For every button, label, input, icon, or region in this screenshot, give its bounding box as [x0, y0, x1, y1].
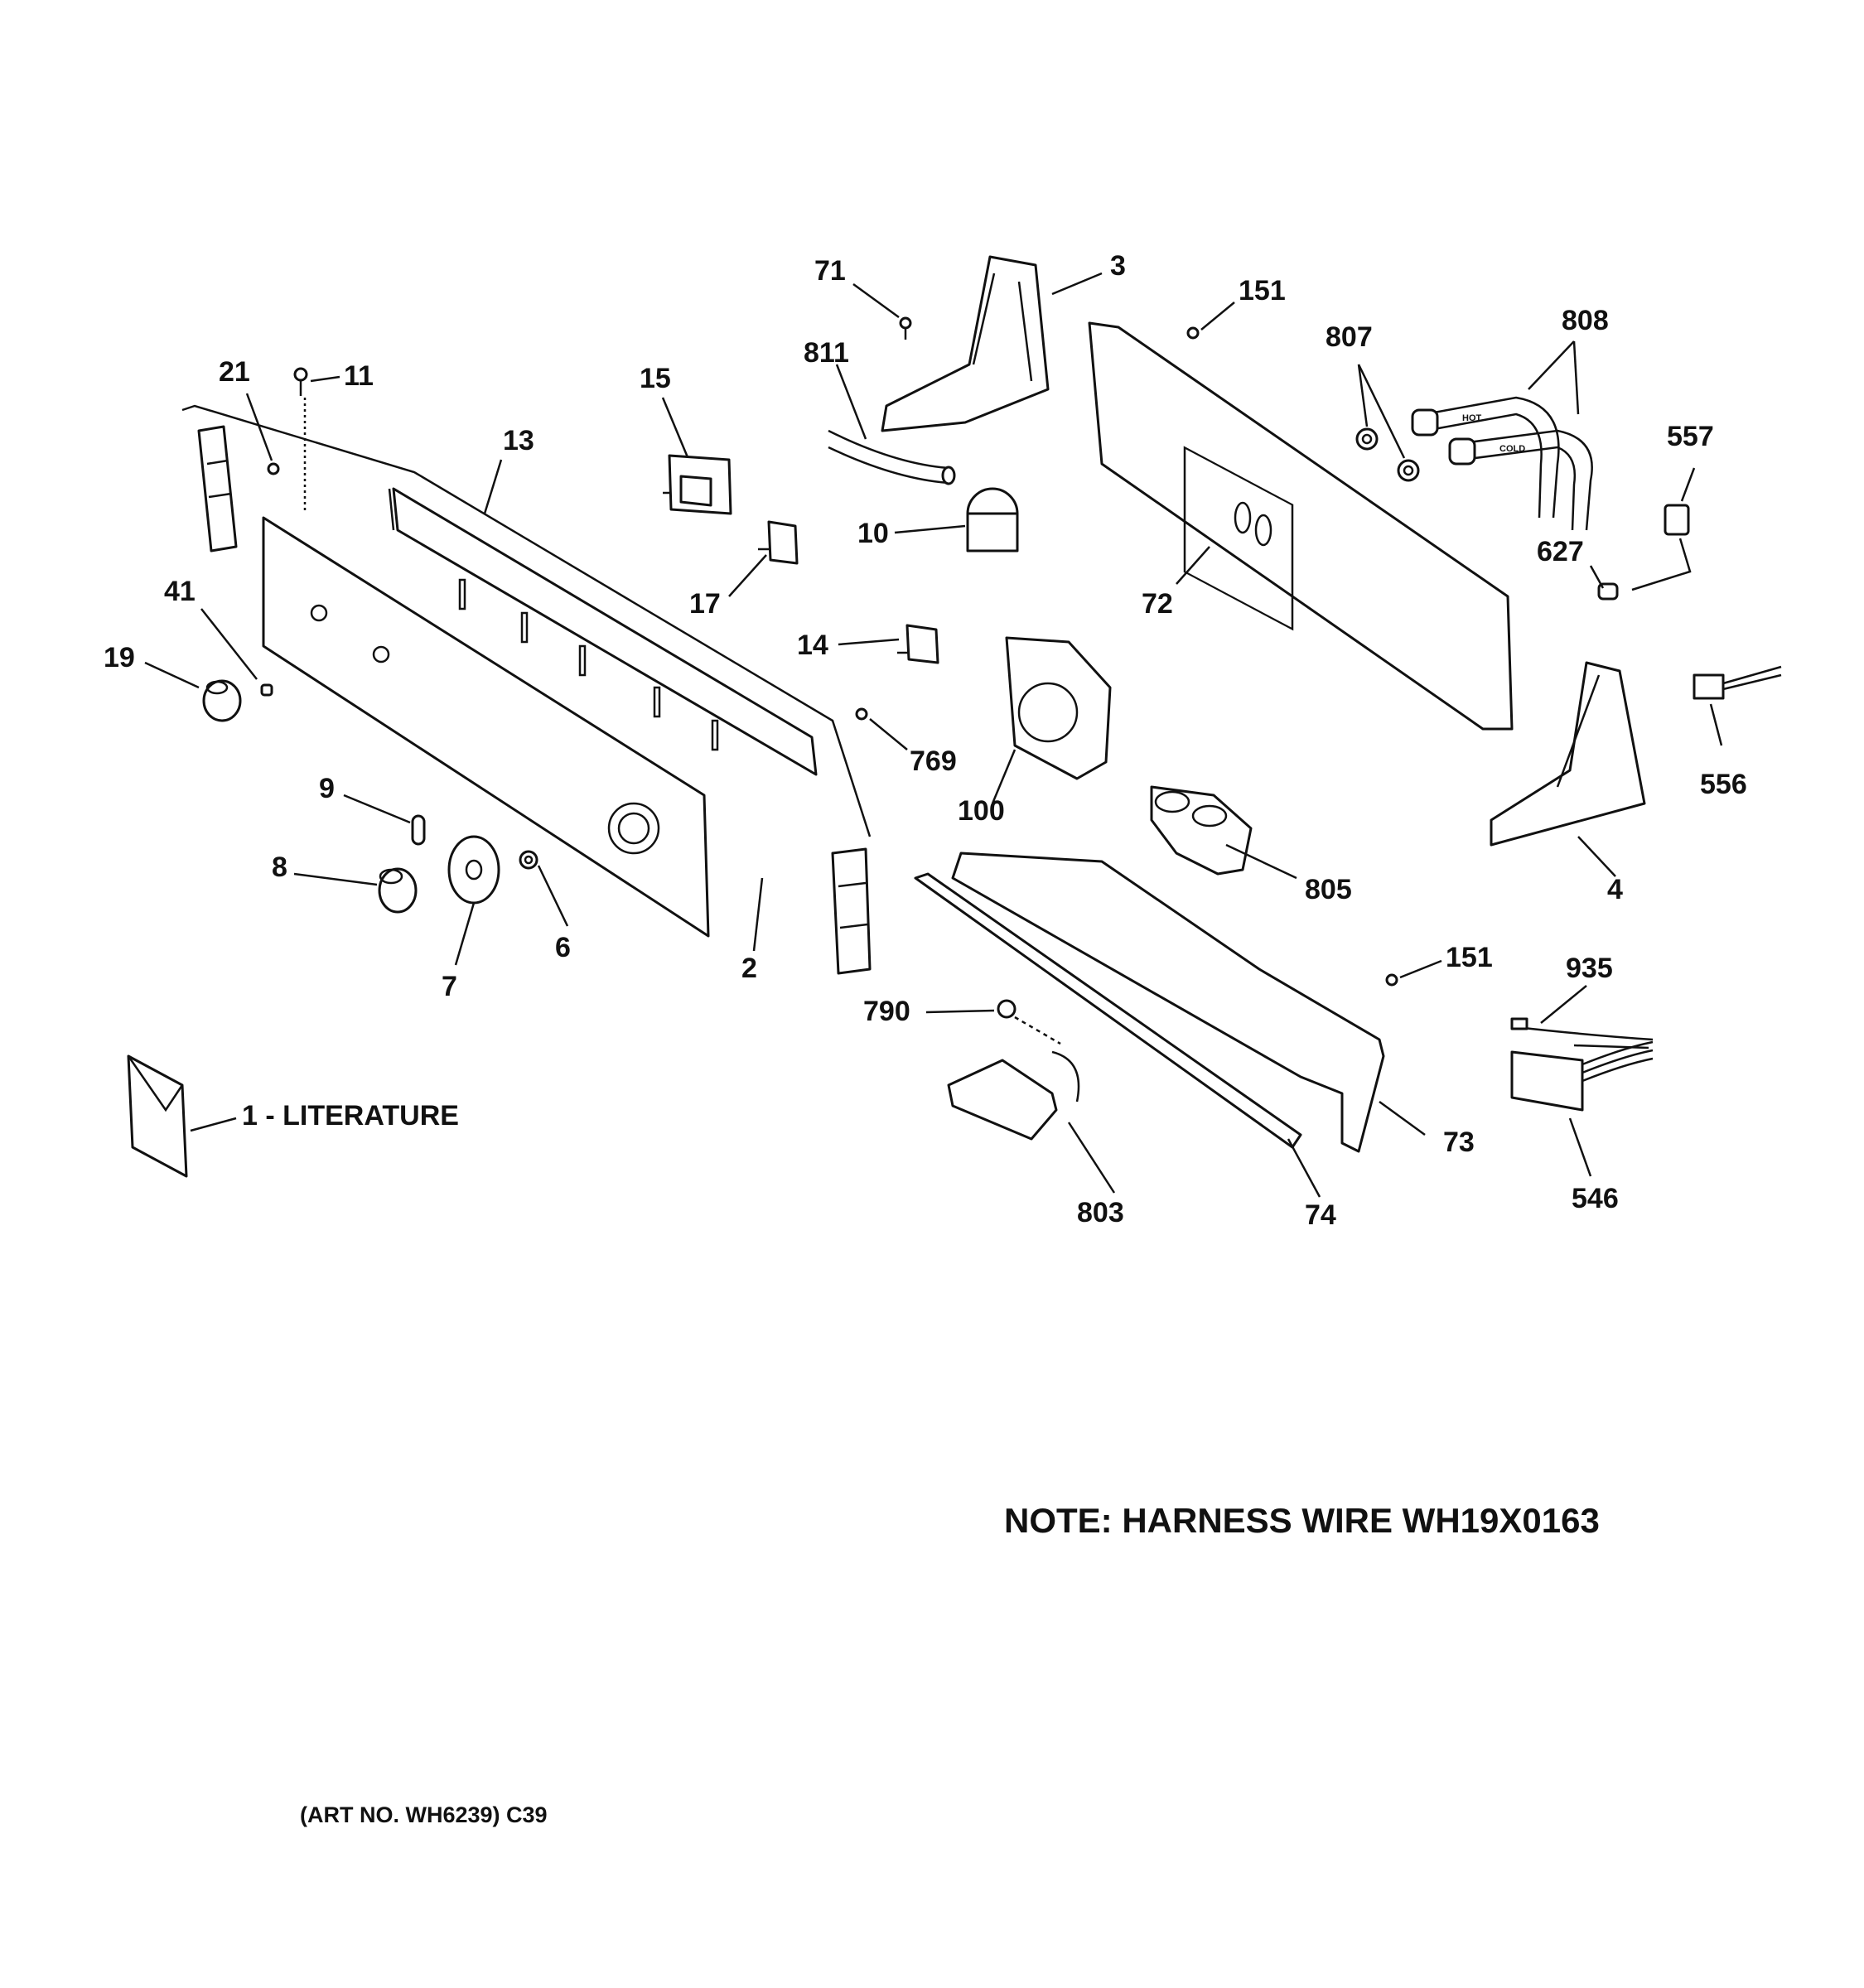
callout-627: 627 — [1537, 536, 1584, 567]
callout-73: 73 — [1443, 1127, 1475, 1158]
callout-74: 74 — [1305, 1199, 1336, 1231]
washers-807 — [1355, 427, 1420, 482]
leader-lines — [144, 272, 1723, 1198]
callout-151-bottom: 151 — [1446, 942, 1493, 973]
callout-14: 14 — [797, 630, 828, 661]
callout-21: 21 — [219, 356, 250, 388]
strip-74 — [914, 872, 1302, 1149]
screw-151-bottom — [1385, 973, 1398, 987]
screw-21 — [267, 462, 280, 475]
callout-11: 11 — [344, 360, 374, 392]
callout-769: 769 — [910, 746, 957, 777]
callout-72: 72 — [1142, 588, 1173, 620]
callout-805: 805 — [1305, 874, 1352, 905]
fill-hoses-808: HOT COLD — [1411, 396, 1593, 531]
callout-557: 557 — [1667, 421, 1714, 452]
callout-13: 13 — [503, 425, 534, 456]
callout-808: 808 — [1562, 305, 1609, 336]
callout-556: 556 — [1700, 769, 1747, 800]
switch-15 — [663, 454, 732, 515]
callout-2: 2 — [741, 953, 757, 984]
callout-1-literature: 1 - LITERATURE — [242, 1100, 459, 1132]
dial-7 — [447, 835, 500, 905]
callout-935: 935 — [1566, 953, 1613, 984]
callout-19: 19 — [104, 642, 135, 673]
clamp-790 — [997, 999, 1061, 1045]
pressure-switch-10 — [966, 487, 1019, 552]
connector-556 — [1693, 665, 1782, 700]
callout-3: 3 — [1110, 250, 1126, 282]
callout-790: 790 — [863, 996, 910, 1027]
timer-100 — [1005, 636, 1112, 780]
callout-546: 546 — [1572, 1183, 1619, 1214]
callout-4: 4 — [1607, 874, 1623, 905]
clip-41 — [260, 683, 273, 697]
cord-557 — [1631, 504, 1692, 591]
screw-769 — [855, 707, 868, 721]
water-valve-805 — [1150, 785, 1253, 876]
callout-41: 41 — [164, 576, 196, 607]
callout-803: 803 — [1077, 1197, 1124, 1228]
callout-15: 15 — [640, 363, 671, 394]
bracket-3 — [881, 255, 1050, 432]
callout-6: 6 — [555, 932, 571, 963]
callout-7: 7 — [442, 971, 457, 1002]
end-cap-2 — [831, 847, 872, 975]
knob-8 — [378, 867, 418, 914]
clip-9 — [411, 814, 426, 846]
hose-hot-label: HOT — [1462, 413, 1482, 423]
callout-8: 8 — [272, 852, 287, 883]
callout-9: 9 — [319, 773, 335, 804]
harness-connector-546 — [1510, 1040, 1654, 1112]
callout-10: 10 — [857, 518, 889, 549]
nut-6 — [519, 850, 538, 870]
hose-811 — [828, 429, 956, 485]
callout-811: 811 — [804, 337, 849, 369]
callout-100: 100 — [958, 795, 1005, 827]
screw-151-top — [1186, 326, 1200, 340]
switch-14 — [897, 624, 939, 664]
dispenser-803 — [947, 1050, 1080, 1141]
screw-11 — [293, 367, 308, 514]
callout-labels: 71 3 151 807 808 811 21 11 15 13 557 10 … — [104, 250, 1747, 1231]
art-number: (ART NO. WH6239) C39 — [300, 1802, 548, 1827]
harness-note: NOTE: HARNESS WIRE WH19X0163 — [1004, 1501, 1600, 1540]
callout-17: 17 — [689, 588, 721, 620]
backsplash-72 — [1088, 321, 1514, 731]
callout-807: 807 — [1326, 321, 1373, 353]
screw-71 — [899, 316, 912, 340]
bracket-4 — [1490, 661, 1646, 847]
switch-17 — [758, 520, 799, 565]
callout-151-top: 151 — [1239, 275, 1286, 306]
literature-1 — [127, 1054, 188, 1178]
console-panel — [262, 516, 710, 938]
harness-935 — [1510, 1017, 1654, 1049]
bracket-73 — [951, 852, 1385, 1153]
knob-19 — [202, 679, 242, 722]
hose-cold-label: COLD — [1499, 444, 1525, 454]
end-cap-21 — [197, 425, 238, 552]
panel-outline-line — [181, 404, 872, 837]
control-panel-13 — [388, 487, 818, 776]
callout-71: 71 — [814, 255, 846, 287]
